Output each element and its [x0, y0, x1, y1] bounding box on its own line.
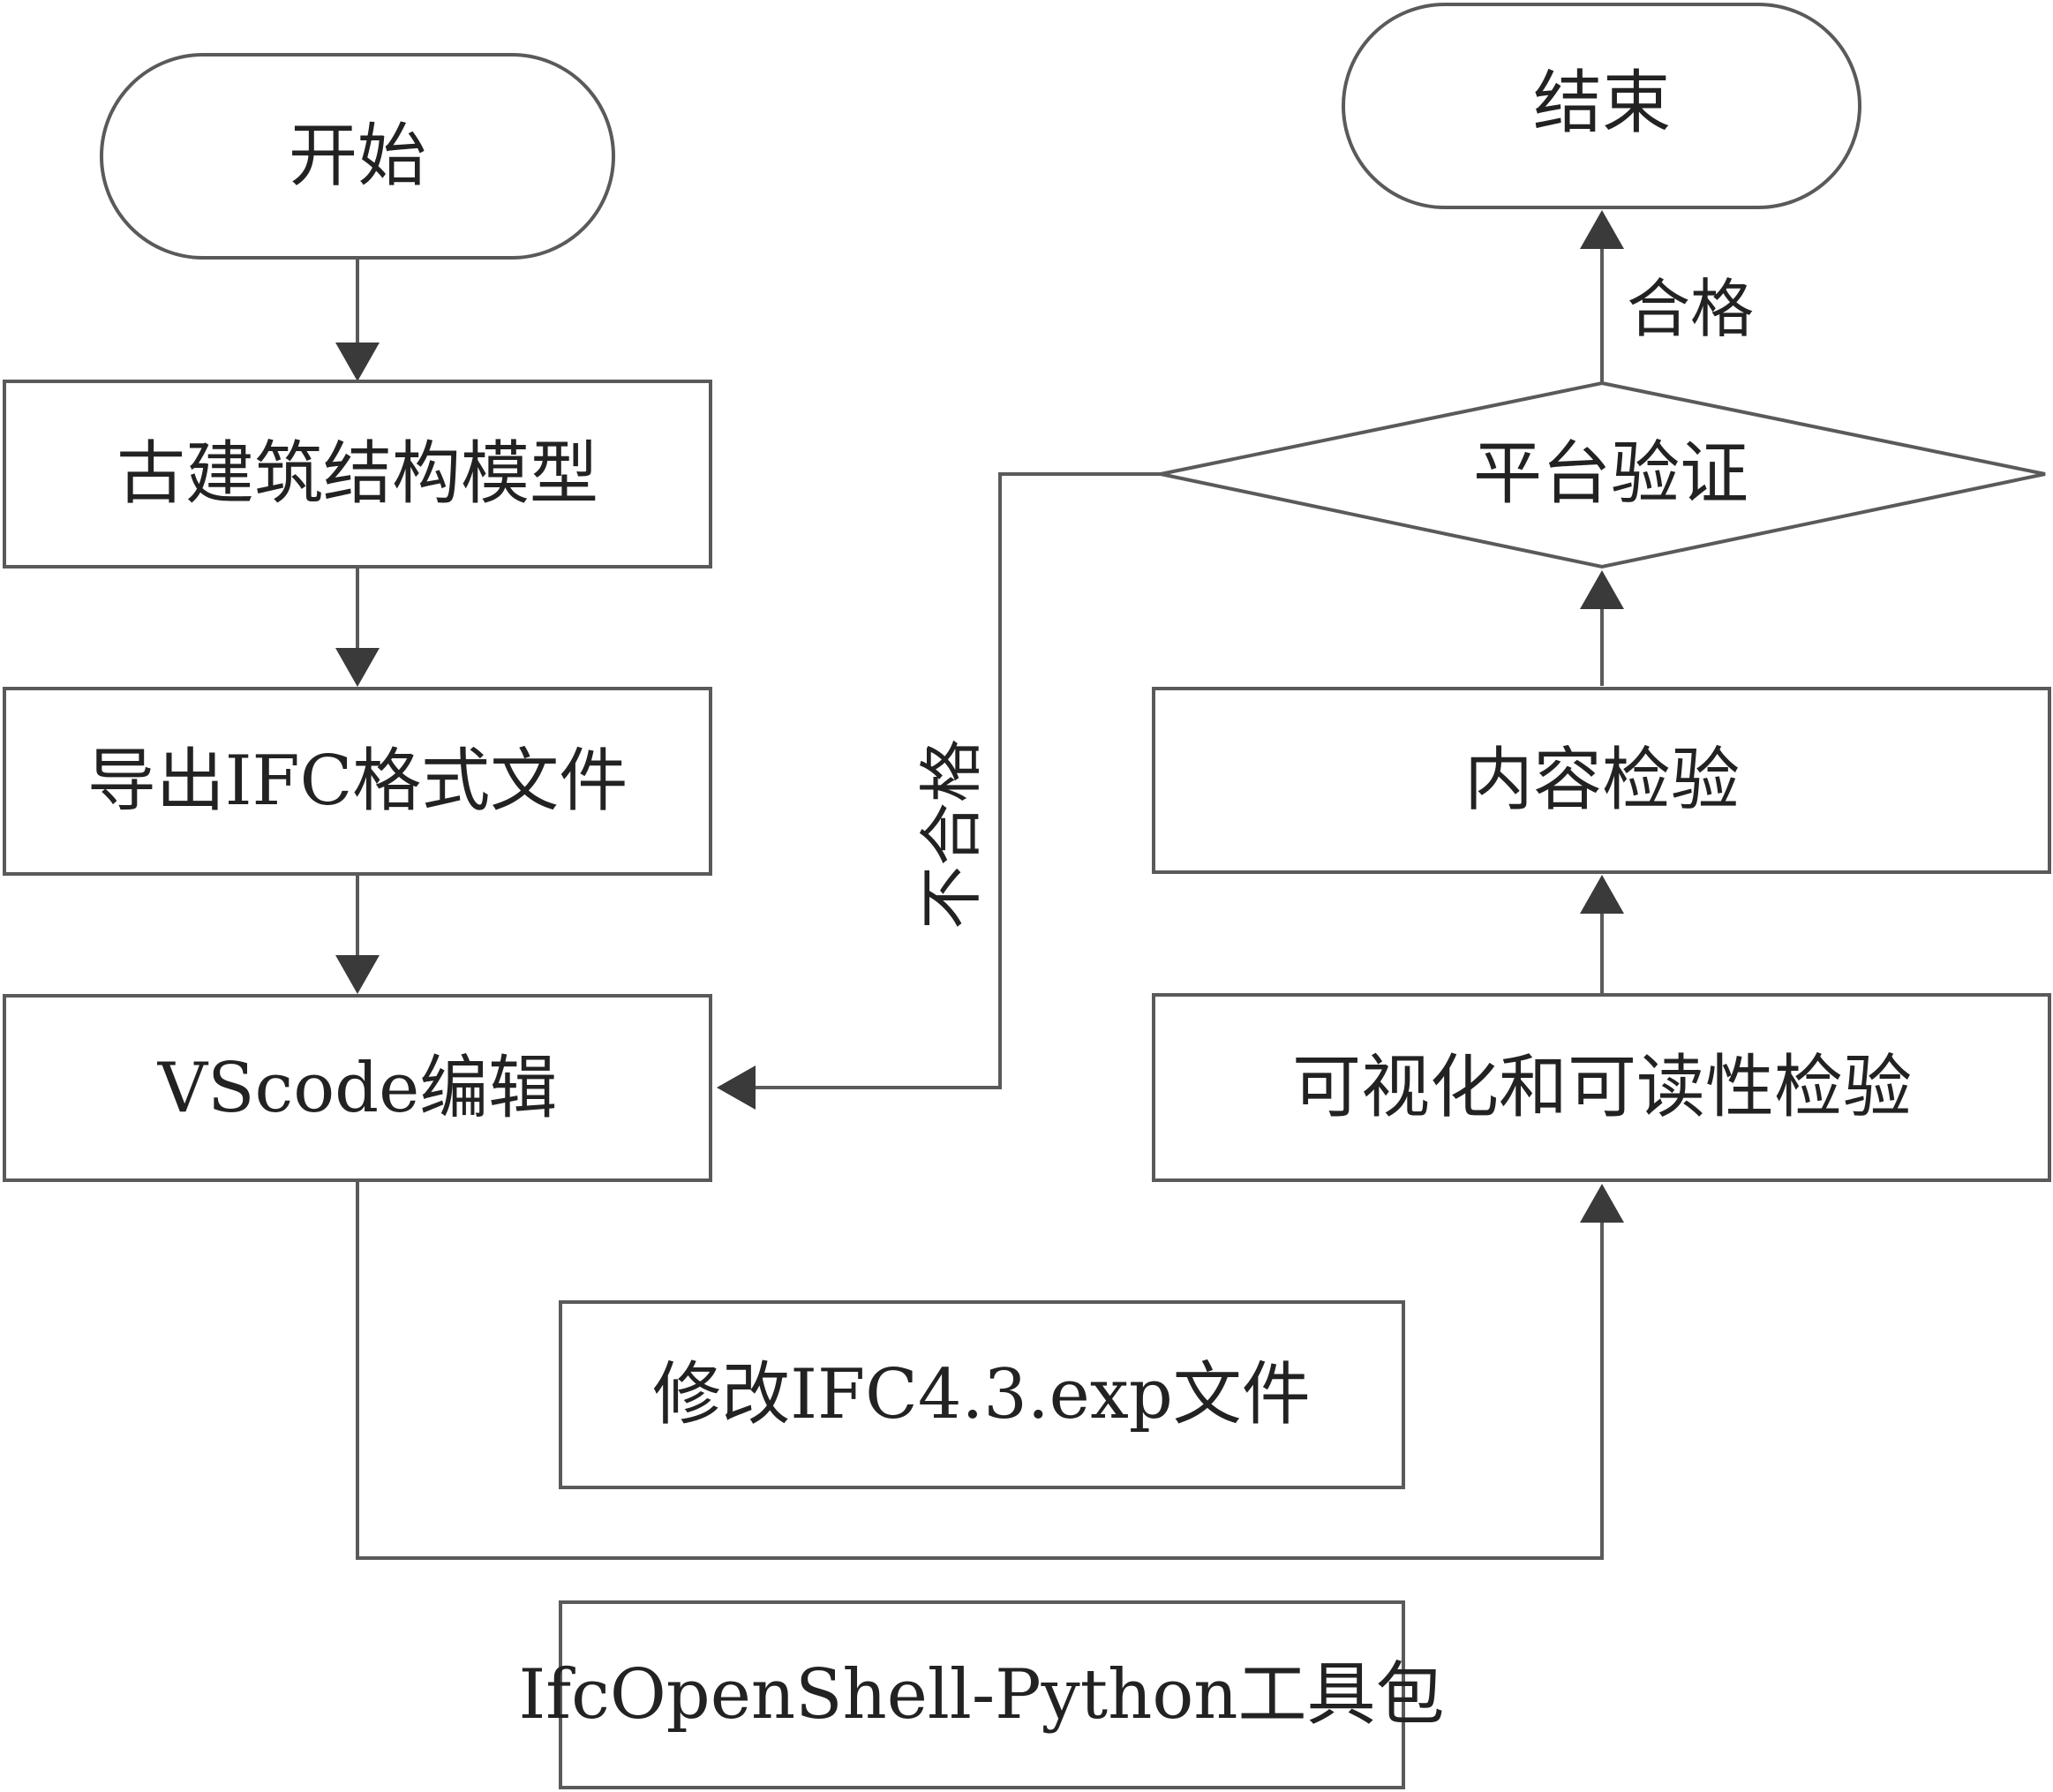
node-vscode: VScode编辑 — [3, 994, 712, 1182]
process-box — [559, 1600, 1405, 1789]
process-box — [1152, 687, 2051, 874]
process-box — [1152, 993, 2051, 1182]
decision-diamond — [1160, 380, 2046, 569]
terminal-shape — [100, 53, 615, 260]
process-box — [3, 380, 712, 568]
end-label: 结束 — [1533, 64, 1671, 143]
arrowhead-to-visual-check — [1580, 1184, 1624, 1223]
edge-vscode-visual-check — [356, 1180, 1604, 1560]
pass-label: 合格 — [1627, 272, 1754, 346]
node-export: 导出IFC格式文件 — [3, 687, 712, 876]
visual-check-label: 可视化和可读性检验 — [1292, 1048, 1912, 1127]
toolkit-label: IfcOpenShell-Python工具包 — [518, 1655, 1444, 1735]
edge-verify-vscode — [756, 472, 1161, 1089]
process-box — [559, 1300, 1405, 1489]
node-visual-check: 可视化和可读性检验 — [1152, 993, 2051, 1182]
arrowhead-to-export — [335, 648, 380, 687]
process-box — [3, 687, 712, 876]
terminal-shape — [1342, 3, 1861, 209]
export-label: 导出IFC格式文件 — [87, 742, 628, 821]
platform-verify-label: 平台验证 — [1473, 434, 1748, 514]
node-modify-exp: 修改IFC4.3.exp文件 — [559, 1300, 1405, 1489]
arrowhead-to-content-check — [1580, 875, 1624, 914]
node-model: 古建筑结构模型 — [3, 380, 712, 568]
arrowhead-to-model — [335, 343, 380, 381]
node-end: 结束 — [1342, 3, 1861, 209]
start-label: 开始 — [289, 117, 426, 196]
node-start: 开始 — [100, 53, 615, 260]
arrowhead-to-vscode — [335, 955, 380, 994]
process-box — [3, 994, 712, 1182]
model-label: 古建筑结构模型 — [117, 434, 598, 514]
node-content-check: 内容检验 — [1152, 687, 2051, 874]
arrowhead-to-platform-verify — [1580, 570, 1624, 609]
modify-exp-label: 修改IFC4.3.exp文件 — [652, 1355, 1311, 1434]
node-platform-verify: 平台验证 — [1160, 380, 2046, 569]
content-check-label: 内容检验 — [1464, 741, 1740, 820]
arrowhead-to-end — [1580, 210, 1624, 249]
fail-label: 不合格 — [914, 739, 989, 930]
node-toolkit: IfcOpenShell-Python工具包 — [518, 1600, 1445, 1789]
vscode-label: VScode编辑 — [157, 1049, 558, 1128]
connectors — [335, 210, 1624, 1560]
arrowhead-fail-to-vscode — [717, 1065, 756, 1110]
